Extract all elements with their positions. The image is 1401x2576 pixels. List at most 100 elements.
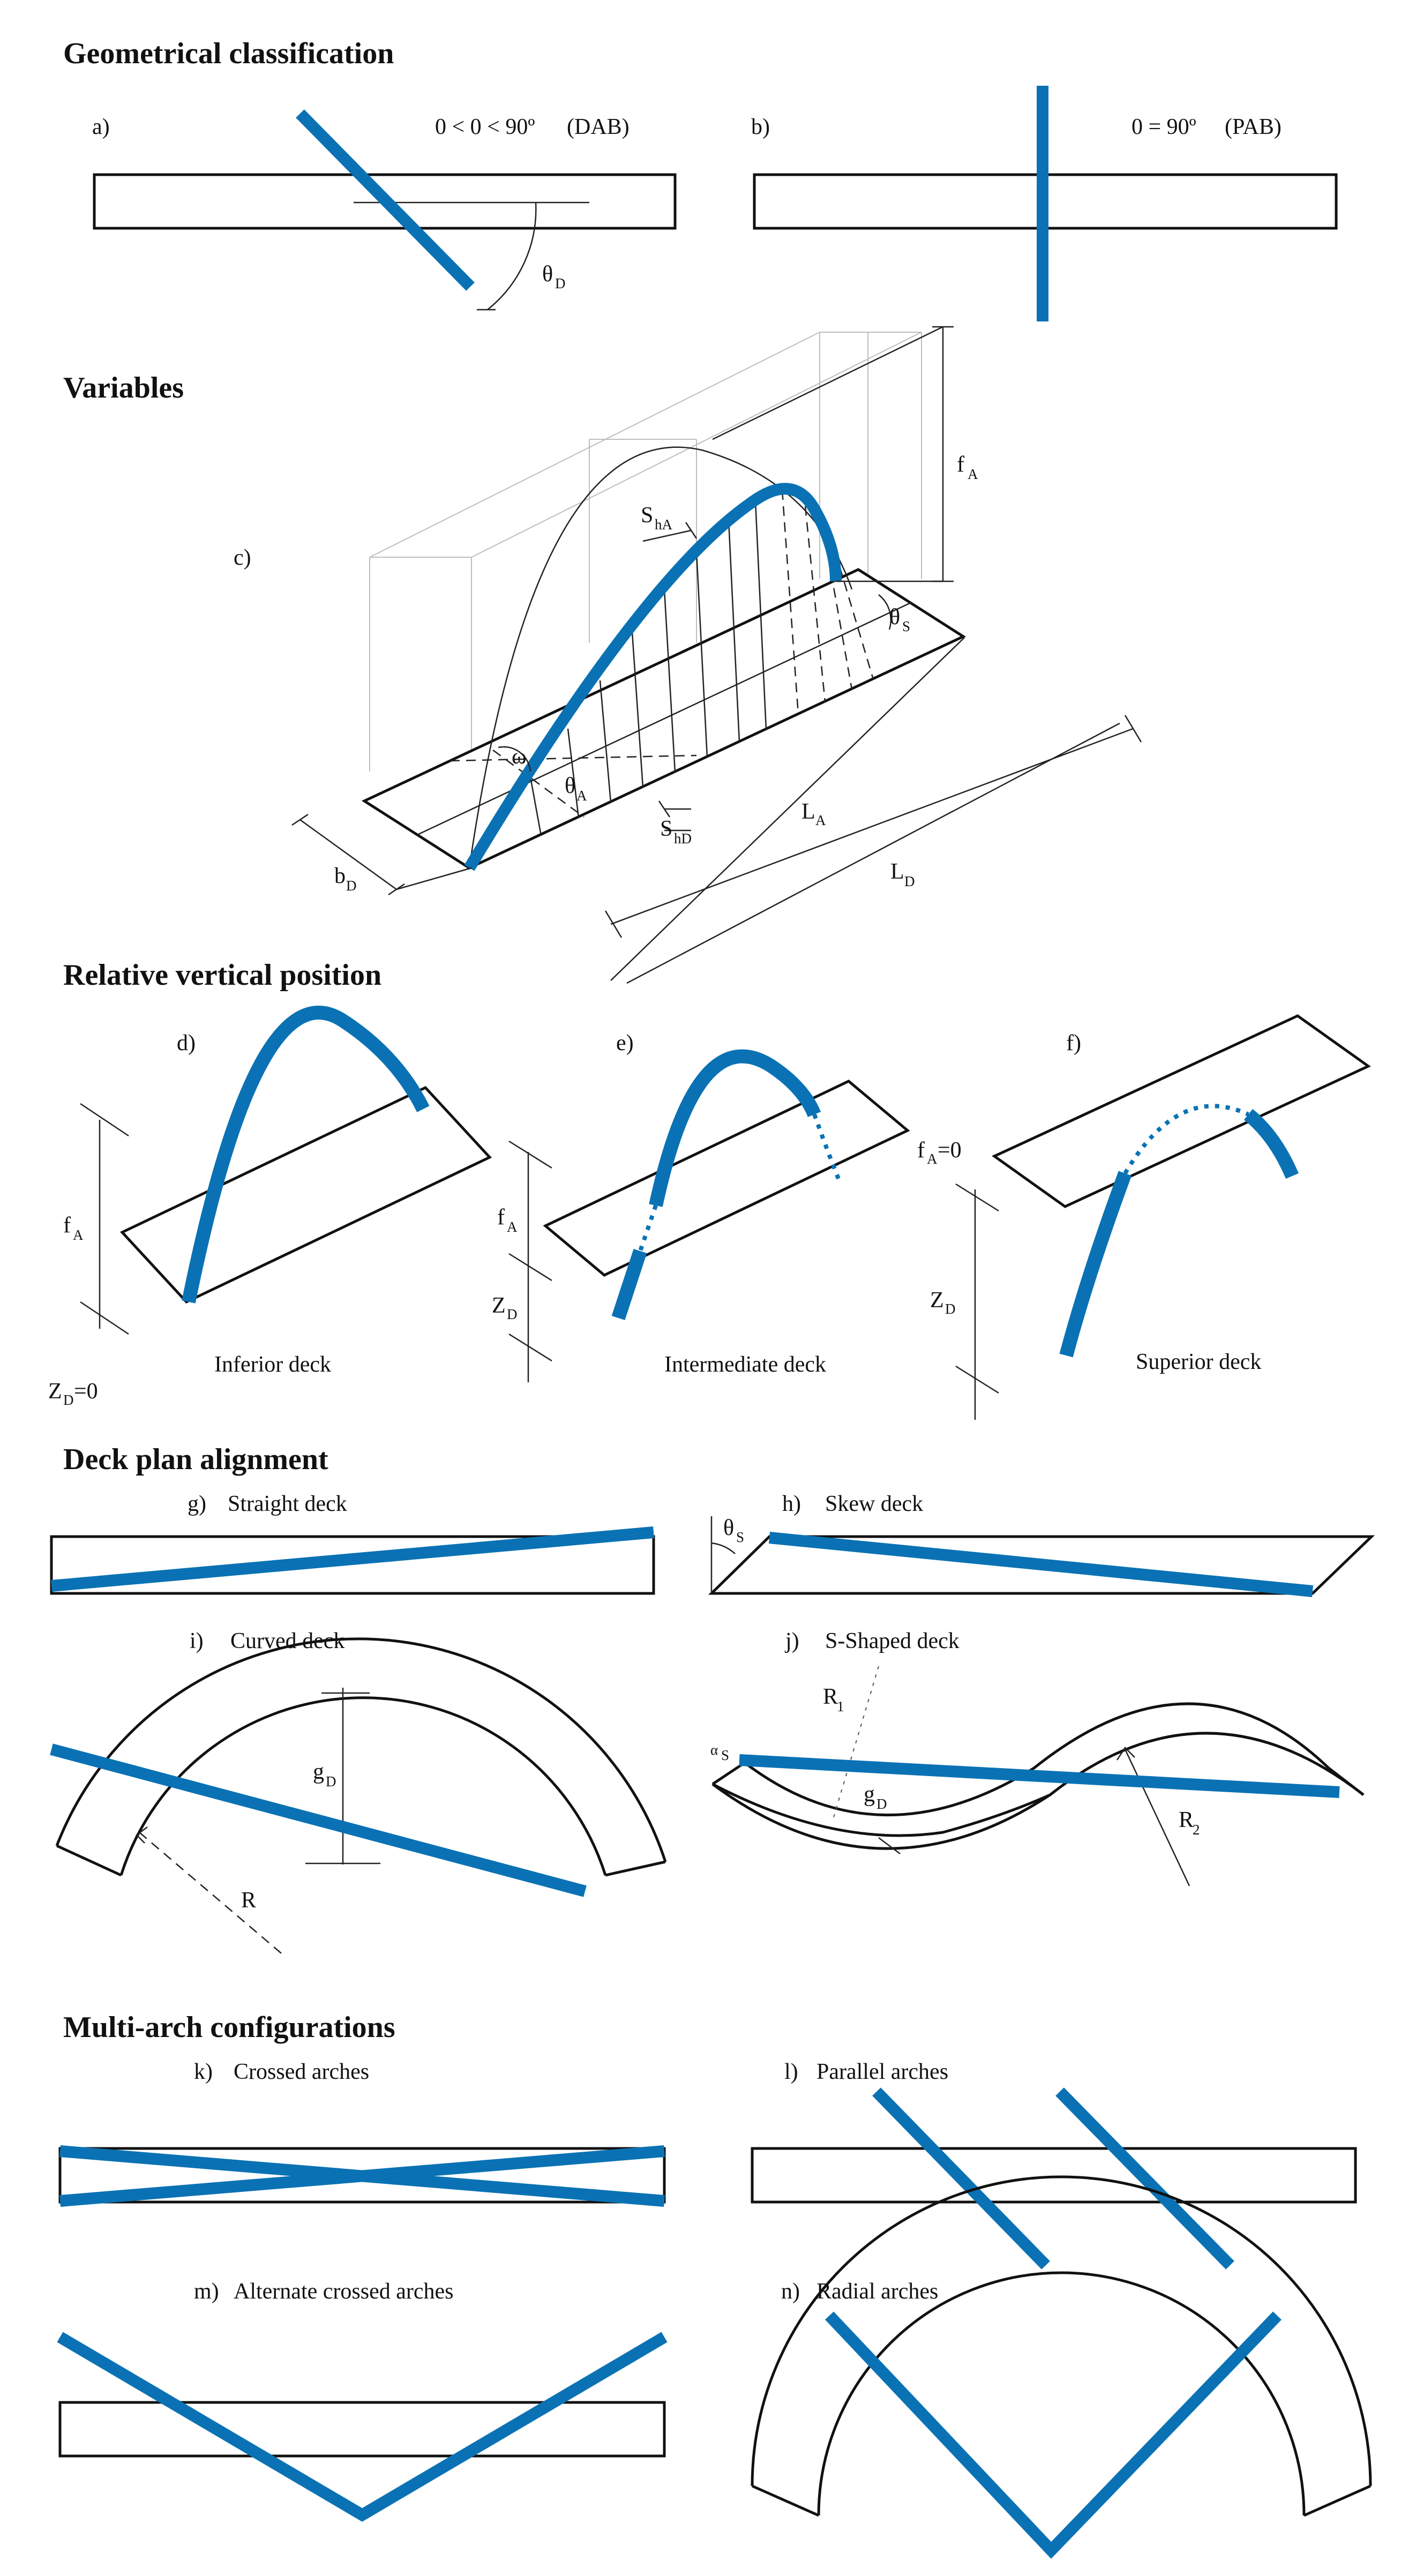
panel-c-ShD-sub: hD: [674, 830, 692, 847]
panel-e-deck: [543, 1080, 910, 1277]
panel-j-alpha-sub: S: [721, 1747, 729, 1763]
panel-c-LD-ext: [610, 637, 965, 981]
panel-d-caption: Inferior deck: [214, 1352, 331, 1377]
panel-f-letter: f): [1066, 1031, 1081, 1055]
panel-m-caption: Alternate crossed arches: [234, 2279, 453, 2304]
panel-n: n) Radial arches: [751, 2175, 1372, 2559]
panel-n-deck-outer: [751, 2175, 1372, 2487]
panel-h-theta: θ: [723, 1516, 734, 1540]
panel-c-reference-box: [369, 332, 922, 772]
panel-f-arch-left: [1059, 1171, 1132, 1358]
panel-c-fA-top-line: [712, 326, 943, 440]
panel-i-deck-inner: [119, 1696, 607, 1876]
panel-i-g-sub: D: [326, 1773, 336, 1789]
panel-c-LD-sub: D: [904, 873, 915, 889]
panel-c-bD-sub: D: [346, 878, 357, 894]
panel-c-letter: c): [234, 545, 251, 570]
panel-c-thetaS-sub: S: [902, 618, 910, 634]
panel-l-deck: [751, 2147, 1357, 2204]
panel-e-arch-upper: [649, 1049, 821, 1207]
panel-j-deck-inner: [744, 1702, 1330, 1817]
panel-j-g-sub: D: [876, 1796, 887, 1812]
panel-c-arch: [464, 483, 842, 871]
panel-c-deck-axis: [417, 602, 911, 836]
panel-c-ShD: S: [660, 817, 672, 841]
panel-i-deck-outer: [55, 1637, 667, 1862]
panel-h: h) Skew deck θ S: [708, 1492, 1375, 1597]
panel-f-fA-sub: A: [927, 1151, 938, 1167]
panel-j-caption: S-Shaped deck: [825, 1629, 960, 1653]
panel-m-deck: [58, 2401, 666, 2458]
panel-k-arch-2: [59, 2145, 665, 2207]
panel-f-deck: [992, 1014, 1371, 1208]
panel-n-letter: n): [781, 2279, 800, 2304]
panel-e-ZD-sub: D: [507, 1306, 518, 1322]
panel-d-arch: [182, 1006, 430, 1304]
panel-a-theta: θ: [542, 262, 553, 287]
panel-m-letter: m): [194, 2279, 219, 2304]
panel-e-fA: f: [497, 1205, 505, 1230]
panel-n-arches: [825, 2311, 1282, 2559]
panel-j-arch: [739, 1754, 1340, 1798]
panel-l-letter: l): [784, 2060, 798, 2084]
panel-k: k) Crossed arches: [58, 2060, 666, 2207]
panel-e: e) f A Z D Intermediate deck: [492, 1031, 910, 1382]
panel-c-hangers: [449, 490, 874, 836]
panel-e-arch-hidden: [638, 1204, 658, 1252]
panel-g-caption: Straight deck: [228, 1492, 347, 1516]
panel-c-LA-sub: A: [815, 812, 826, 828]
panel-i-g: g: [313, 1759, 324, 1784]
panel-j-R2-dim: [1124, 1749, 1190, 1886]
panel-c-fA-sub: A: [968, 466, 978, 482]
panel-c-bD: b: [334, 864, 346, 888]
panel-l-arch-2: [1055, 2087, 1234, 2270]
panel-i-R: R: [241, 1888, 256, 1913]
heading-alignment: Deck plan alignment: [63, 1443, 328, 1476]
panel-c-thetaA-sub: A: [576, 788, 587, 804]
panel-j-g: g: [864, 1782, 875, 1807]
panel-i: i) Curved deck g D R: [50, 1629, 667, 1956]
panel-k-caption: Crossed arches: [234, 2060, 369, 2084]
panel-a-theta-sub: D: [555, 275, 566, 291]
panel-e-caption: Intermediate deck: [664, 1352, 826, 1377]
panel-a-formula: 0 < 0 < 90º: [435, 115, 535, 139]
panel-j-R2-sub: 2: [1193, 1822, 1200, 1838]
heading-variables: Variables: [63, 371, 184, 405]
panel-f-caption: Superior deck: [1136, 1350, 1261, 1374]
panel-c-LD: L: [890, 859, 904, 884]
panel-f-arch-hidden: [1123, 1104, 1249, 1175]
panel-l-arch-1: [872, 2087, 1050, 2270]
panel-j-R1-dim: [833, 1666, 879, 1819]
panel-d-ZD: Z: [48, 1379, 62, 1404]
panel-c-bD-dim: [299, 819, 397, 890]
panel-d-fA: f: [63, 1213, 71, 1238]
panel-i-arch: [50, 1743, 587, 1897]
panel-c-thetaS: θ: [889, 605, 900, 630]
panel-d-ZD-sub: D: [63, 1392, 74, 1408]
panel-f-ZD: Z: [930, 1288, 944, 1313]
panel-d-fA-sub: A: [73, 1227, 84, 1243]
panel-b-letter: b): [751, 115, 770, 139]
panel-a-type: (DAB): [567, 115, 630, 139]
panel-c-projected-arch: [468, 446, 853, 868]
panel-d-letter: d): [177, 1031, 196, 1055]
panel-f: f) f A =0 Z D Superior deck: [917, 1014, 1371, 1420]
heading-geometrical: Geometrical classification: [63, 37, 394, 70]
panel-e-fA-sub: A: [507, 1219, 518, 1235]
panel-f-arch-right: [1243, 1109, 1299, 1179]
panel-c-omega: ω: [512, 744, 527, 769]
panel-i-R-dim: [139, 1832, 284, 1956]
panel-f-ZD-sub: D: [945, 1301, 956, 1317]
panel-c-ShA: S: [641, 503, 653, 528]
panel-c-fA: f: [957, 452, 964, 477]
panel-k-letter: k): [194, 2060, 213, 2084]
panel-h-theta-sub: S: [736, 1529, 744, 1545]
panel-j-R2: R: [1179, 1808, 1194, 1832]
panel-c-LA: L: [801, 799, 815, 824]
panel-b-type: (PAB): [1225, 115, 1282, 139]
panel-e-ZD: Z: [492, 1293, 506, 1318]
panel-j-R1-sub: 1: [837, 1698, 844, 1714]
panel-g-letter: g): [188, 1492, 206, 1516]
panel-e-letter: e): [616, 1031, 634, 1055]
